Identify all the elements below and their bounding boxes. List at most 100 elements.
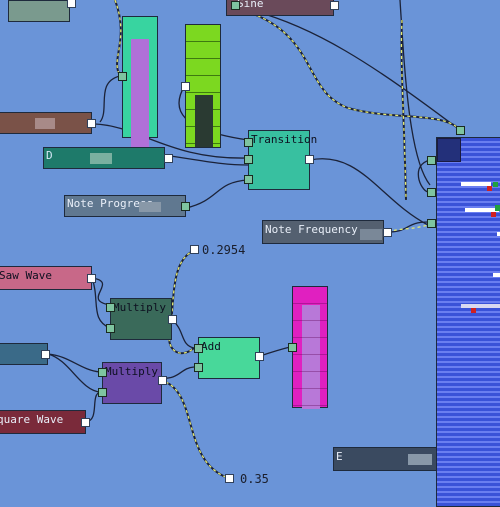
- sequencer-note-marker: [493, 182, 498, 187]
- output-port[interactable]: [168, 315, 177, 324]
- meter-bar: [302, 305, 320, 409]
- sequencer-panel[interactable]: [427, 137, 500, 507]
- sequencer-note[interactable]: [465, 208, 499, 212]
- sequencer-note[interactable]: [493, 273, 500, 277]
- output-port[interactable]: [87, 274, 96, 283]
- meter-level: [195, 95, 213, 147]
- wire: [47, 353, 101, 393]
- node-label: Sine: [237, 0, 264, 10]
- wire: [114, 0, 122, 76]
- wire: [417, 159, 431, 193]
- node-label: D: [46, 149, 53, 162]
- wire: [94, 123, 249, 159]
- slider-thumb[interactable]: [139, 202, 161, 212]
- sequencer-header: [437, 138, 461, 162]
- node-label: Note Frequency: [265, 223, 358, 236]
- slider-thumb[interactable]: [35, 118, 55, 129]
- wire: [91, 277, 111, 306]
- wire: [387, 221, 429, 233]
- top-left-node[interactable]: [8, 0, 76, 22]
- constant-value-top[interactable]: 0.2954: [202, 243, 246, 257]
- wire: [91, 277, 111, 329]
- meter-node-teal[interactable]: [118, 16, 158, 149]
- wire: [231, 5, 461, 131]
- node-label: quare Wave: [0, 413, 64, 426]
- wire: [47, 353, 101, 373]
- output-port[interactable]: [81, 418, 90, 427]
- input-port[interactable]: [98, 388, 107, 397]
- wire: [169, 155, 249, 166]
- input-port[interactable]: [427, 188, 436, 197]
- input-port[interactable]: [244, 138, 253, 147]
- output-port[interactable]: [87, 119, 96, 128]
- input-port[interactable]: [106, 324, 115, 333]
- square-wave-node[interactable]: quare Wave: [0, 410, 90, 434]
- constant-output-port[interactable]: [190, 245, 199, 254]
- wire: [185, 179, 249, 209]
- slider-node-brown[interactable]: [0, 112, 96, 134]
- output-port[interactable]: [383, 228, 392, 237]
- constant-value-bottom[interactable]: 0.35: [240, 472, 269, 486]
- add-node[interactable]: Add: [194, 337, 264, 379]
- meter-bar: [131, 39, 149, 149]
- input-port[interactable]: [194, 344, 203, 353]
- wire: [259, 346, 291, 357]
- input-port[interactable]: [118, 72, 127, 81]
- input-port[interactable]: [244, 155, 253, 164]
- input-port[interactable]: [194, 363, 203, 372]
- meter-grid: [293, 287, 327, 407]
- sequencer-note[interactable]: [497, 232, 500, 236]
- meter-node-green[interactable]: [181, 24, 221, 148]
- d-slider-node[interactable]: D: [43, 147, 173, 169]
- input-port[interactable]: [181, 202, 190, 211]
- multiply-node-2[interactable]: Multiply: [98, 362, 167, 404]
- wire: [234, 7, 459, 129]
- slider-thumb[interactable]: [360, 229, 382, 240]
- output-port[interactable]: [158, 376, 167, 385]
- input-port[interactable]: [244, 175, 253, 184]
- meter-node-magenta[interactable]: [288, 286, 328, 409]
- wire: [159, 379, 229, 479]
- wire: [171, 319, 195, 349]
- wire: [309, 158, 429, 226]
- wire: [159, 379, 229, 479]
- slider-thumb[interactable]: [90, 153, 112, 164]
- output-port[interactable]: [255, 352, 264, 361]
- node-label: Add: [201, 340, 221, 353]
- sequencer-note[interactable]: [461, 182, 491, 186]
- output-port[interactable]: [164, 154, 173, 163]
- output-port[interactable]: [67, 0, 76, 8]
- input-port[interactable]: [98, 368, 107, 377]
- output-port[interactable]: [41, 350, 50, 359]
- output-port[interactable]: [181, 82, 190, 91]
- wire: [99, 75, 121, 123]
- wire: [234, 7, 459, 129]
- input-port[interactable]: [427, 219, 436, 228]
- slider-thumb[interactable]: [408, 454, 432, 465]
- wire: [400, 19, 407, 201]
- node-label: Multiply: [113, 301, 166, 314]
- input-port[interactable]: [288, 343, 297, 352]
- note-frequency-node[interactable]: Note Frequency: [262, 220, 392, 244]
- input-port[interactable]: [106, 303, 115, 312]
- input-port[interactable]: [427, 156, 436, 165]
- input-port[interactable]: [231, 1, 240, 10]
- node-label: Multiply: [105, 365, 158, 378]
- node-label: Transition: [251, 133, 318, 146]
- left-node-steel[interactable]: [0, 343, 50, 365]
- saw-wave-node[interactable]: Saw Wave: [0, 266, 96, 290]
- transition-node[interactable]: Transition: [244, 130, 317, 190]
- output-port[interactable]: [305, 155, 314, 164]
- node-label: Saw Wave: [0, 269, 52, 282]
- sequencer-note-marker: [487, 186, 492, 191]
- multiply-node-1[interactable]: Multiply: [106, 298, 177, 340]
- output-port[interactable]: [330, 1, 339, 10]
- sine-node[interactable]: Sine: [226, 0, 339, 16]
- note-progress-node[interactable]: Note Progress: [64, 195, 190, 217]
- sequencer-top-port[interactable]: [456, 126, 465, 135]
- node-label: E: [336, 450, 343, 463]
- constant-output-port[interactable]: [225, 474, 234, 483]
- sequencer-note-marker: [495, 205, 500, 211]
- sequencer-note[interactable]: [461, 304, 500, 308]
- wire: [168, 249, 196, 354]
